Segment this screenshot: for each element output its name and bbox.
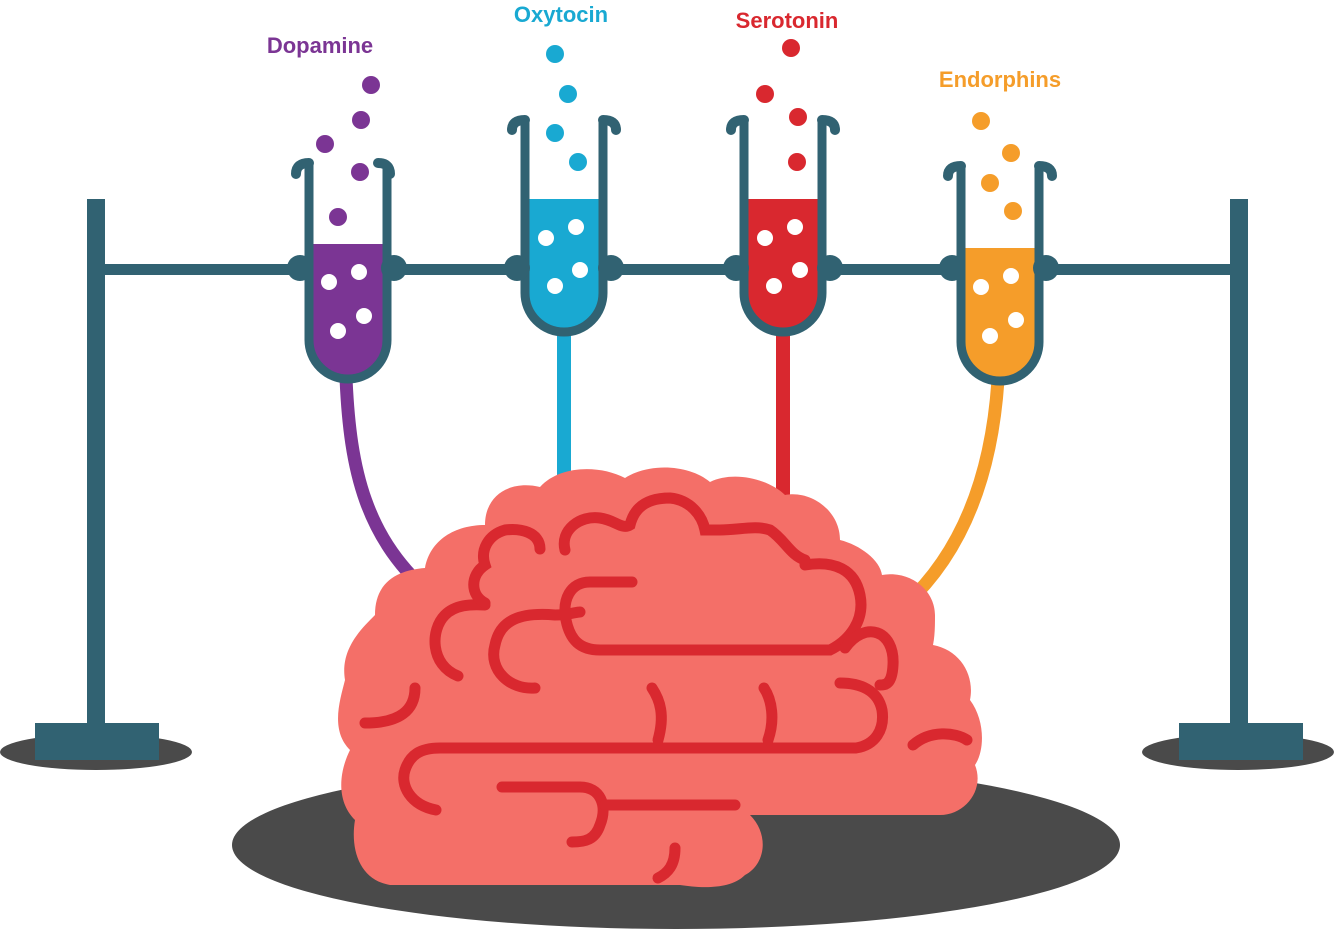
dopamine-bubble (330, 323, 346, 339)
oxytocin-bubble (568, 219, 584, 235)
endorphins-bubble (1008, 312, 1024, 328)
dopamine-tube-line (339, 377, 440, 604)
brain-folds (359, 492, 973, 884)
serotonin-particle (756, 85, 774, 103)
oxytocin-bubble (538, 230, 554, 246)
stand-left-base (35, 723, 159, 760)
dopamine-bubble (351, 264, 367, 280)
brain-icon (338, 467, 982, 888)
endorphins-bubble (973, 279, 989, 295)
serotonin-bubble (766, 278, 782, 294)
dopamine-particle (316, 135, 334, 153)
dopamine-particle (351, 163, 369, 181)
serotonin-bubble (787, 219, 803, 235)
oxytocin-particle (546, 45, 564, 63)
stand-right-pole (1230, 199, 1248, 729)
oxytocin-particle (546, 124, 564, 142)
endorphins-particle (981, 174, 999, 192)
endorphins-particle (972, 112, 990, 130)
serotonin-bubble (757, 230, 773, 246)
endorphins-tube-line (900, 379, 1005, 610)
serotonin-test-tube-icon (723, 39, 843, 337)
dopamine-bubble (321, 274, 337, 290)
serotonin-tube-line (776, 330, 790, 520)
lab-stand-icon (35, 199, 1303, 760)
oxytocin-label: Oxytocin (514, 2, 608, 27)
oxytocin-particle (559, 85, 577, 103)
endorphins-particle (1002, 144, 1020, 162)
serotonin-label: Serotonin (736, 8, 839, 33)
oxytocin-bubble (547, 278, 563, 294)
brain-body (338, 467, 982, 888)
dopamine-particle (362, 76, 380, 94)
oxytocin-particle (569, 153, 587, 171)
oxytocin-test-tube-icon (504, 45, 624, 337)
oxytocin-bubble (572, 262, 588, 278)
endorphins-bubble (1003, 268, 1019, 284)
endorphins-test-tube-icon (939, 112, 1059, 386)
dopamine-particle (352, 111, 370, 129)
dopamine-particle (329, 208, 347, 226)
serotonin-particle (789, 108, 807, 126)
dopamine-test-tube-icon (287, 76, 407, 384)
serotonin-particle (782, 39, 800, 57)
dopamine-bubble (356, 308, 372, 324)
stand-crossbar (96, 264, 1238, 275)
endorphins-label: Endorphins (939, 67, 1061, 92)
stand-left-pole (87, 199, 105, 729)
endorphins-bubble (982, 328, 998, 344)
serotonin-particle (788, 153, 806, 171)
endorphins-particle (1004, 202, 1022, 220)
serotonin-bubble (792, 262, 808, 278)
dopamine-label: Dopamine (267, 33, 373, 58)
stand-right-base (1179, 723, 1303, 760)
